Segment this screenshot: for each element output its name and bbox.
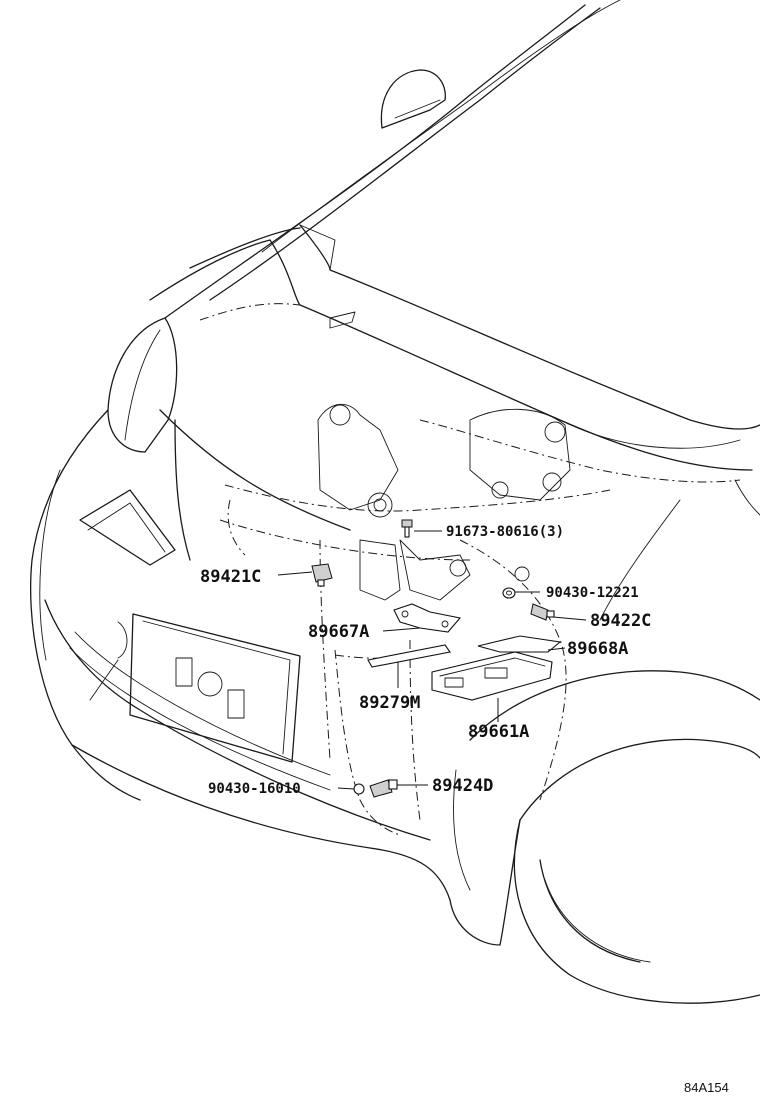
figure-code: 84A154	[684, 1080, 729, 1095]
callout-89667a: 89667A	[308, 622, 369, 642]
leader-lines	[277, 530, 587, 790]
gasket-90430-16010-part	[353, 783, 365, 795]
sensor-89424d-part	[369, 779, 398, 798]
hatch-lock-mechanism	[317, 403, 571, 601]
gasket-90430-12221-part	[502, 587, 516, 599]
callout-89279m: 89279M	[359, 693, 420, 713]
callout-89421c: 89421C	[200, 567, 261, 587]
sensor-89422c-part	[530, 603, 555, 621]
bracket-89668a-part	[477, 635, 562, 653]
callout-89661a: 89661A	[468, 722, 529, 742]
screw-91673-part	[401, 519, 413, 538]
sensor-89421c-part	[311, 563, 333, 587]
car-body-outline	[30, 0, 760, 1004]
callout-89424d: 89424D	[432, 776, 493, 796]
module-89661a-part	[431, 651, 553, 701]
callout-90430-16010: 90430-16010	[208, 781, 301, 797]
bracket-89667a-part	[393, 603, 462, 633]
callout-89668a: 89668A	[567, 639, 628, 659]
callout-91673-80616: 91673-80616(3)	[446, 524, 564, 540]
inner-panel-hidden-lines	[199, 303, 741, 836]
callout-89422c: 89422C	[590, 611, 651, 631]
callout-90430-12221: 90430-12221	[546, 585, 639, 601]
strip-89279m-part	[367, 644, 451, 668]
callout-labels: 91673-80616(3) 90430-12221 89421C 89422C…	[200, 524, 651, 797]
